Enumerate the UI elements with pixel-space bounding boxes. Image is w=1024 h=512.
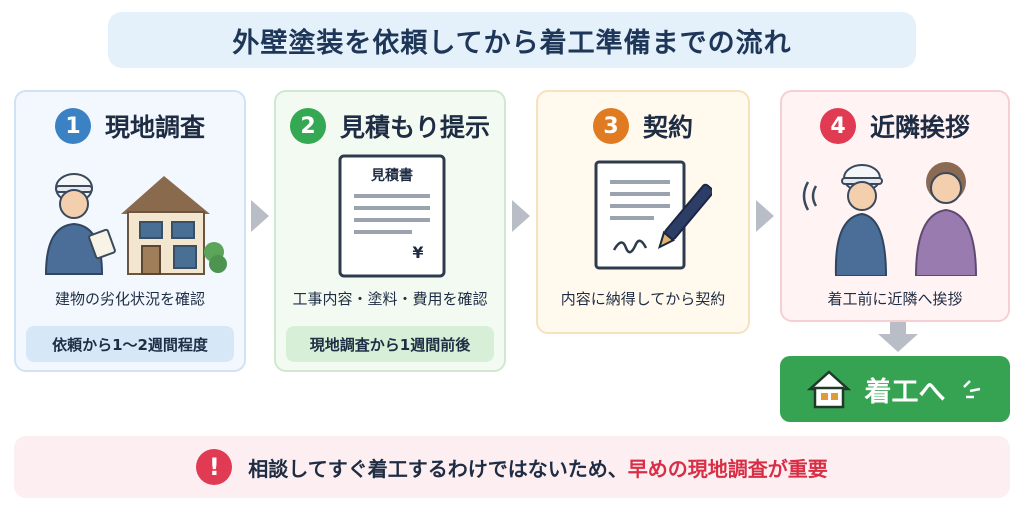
step-header-2: 2 見積もり提示: [276, 106, 504, 146]
down-arrow: [878, 322, 918, 352]
step-card-2: 2 見積もり提示 見積書 ¥ 工事内容・塗料・費用を確認 現地調査から1週間前後: [274, 90, 506, 372]
flow-arrow-1: [251, 200, 269, 232]
important-note-banner: ! 相談してすぐ着工するわけではないため、早めの現地調査が重要: [14, 436, 1010, 498]
step-number-badge-1: 1: [54, 108, 91, 144]
step-description-2: 工事内容・塗料・費用を確認: [292, 290, 488, 308]
house-icon: [121, 176, 227, 275]
step-number-badge-2: 2: [289, 108, 326, 144]
sparkle-icon: [962, 380, 980, 399]
note-text: 相談してすぐ着工するわけではないため、早めの現地調査が重要: [248, 453, 827, 482]
house-icon: [806, 370, 851, 409]
step-title-2: 見積もり提示: [339, 113, 490, 142]
start-construction-badge: 着工へ: [780, 356, 1010, 422]
step-card-3: 3 契約 内容に納得してから契約: [536, 90, 750, 334]
page-title: 外壁塗装を依頼してから着工準備までの流れ: [232, 27, 792, 59]
flow-arrow-2: [512, 200, 530, 232]
step-timing-2: 現地調査から1週間前後: [286, 326, 494, 362]
alert-icon: !: [196, 449, 233, 485]
step-description-4: 着工前に近隣へ挨拶: [827, 290, 963, 308]
step-title-1: 現地調査: [104, 113, 205, 142]
step-description-3: 内容に納得してから契約: [560, 290, 726, 308]
step-title-3: 契約: [642, 113, 693, 142]
note-emphasis-text: 早めの現地調査が重要: [627, 456, 828, 481]
site-survey-illustration: [44, 173, 227, 275]
step-card-1: 1 現地調査 建物の劣化状況を確認 依頼から1〜2週間程度: [14, 90, 246, 372]
step-number-badge-4: 4: [819, 108, 856, 144]
neighbor-greeting-illustration: [802, 162, 978, 276]
step-header-3: 3 契約: [538, 106, 748, 146]
estimate-document-title: 見積書: [370, 167, 413, 184]
estimate-document-icon: 見積書 ¥: [338, 154, 446, 278]
step-timing-1: 依頼から1〜2週間程度: [26, 326, 234, 362]
worker-icon: [44, 173, 116, 275]
yen-symbol: ¥: [412, 243, 423, 262]
note-main-text: 相談してすぐ着工するわけではないため、: [248, 456, 628, 481]
title-banner: 外壁塗装を依頼してから着工準備までの流れ: [108, 12, 916, 68]
step-header-4: 4 近隣挨拶: [782, 106, 1008, 146]
step-description-1: 建物の劣化状況を確認: [54, 290, 205, 308]
step-header-1: 1 現地調査: [16, 106, 244, 146]
contract-signing-icon: [594, 160, 712, 270]
step-number-badge-3: 3: [592, 108, 629, 144]
step-title-4: 近隣挨拶: [869, 113, 970, 142]
start-construction-label: 着工へ: [864, 376, 946, 408]
step-card-4: 4 近隣挨拶 着工前に近隣へ挨拶: [780, 90, 1010, 322]
neighbor-person-icon: [914, 162, 978, 276]
flow-arrow-3: [756, 200, 774, 232]
pen-icon: [657, 183, 712, 250]
worker-bowing-icon: [802, 164, 888, 276]
